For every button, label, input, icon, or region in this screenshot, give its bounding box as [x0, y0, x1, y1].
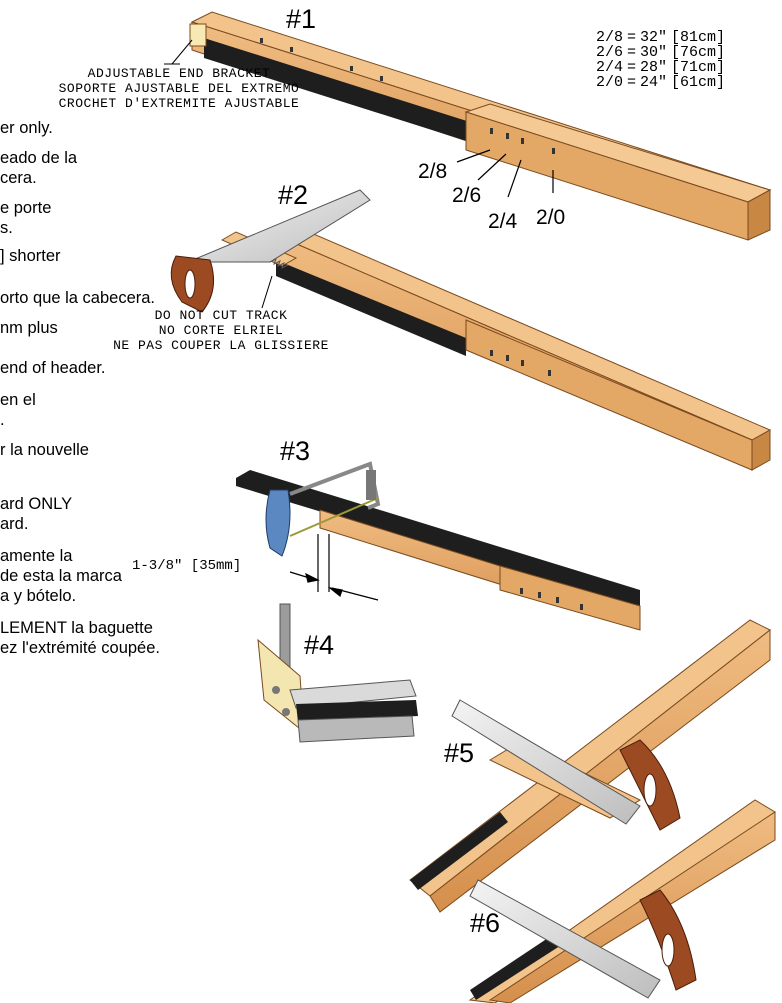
step-number-1: #1 — [286, 4, 317, 34]
size-cm: [81cm] — [671, 29, 726, 46]
dimension-label: 1-3/8" [35mm] — [132, 558, 242, 574]
step-number-3: #3 — [280, 436, 311, 466]
instruction-text: amente la — [0, 547, 73, 565]
size-cm: [71cm] — [671, 59, 726, 76]
size-table: 2/8 = 32" [81cm] 2/6 = 30" [76cm] 2/4 = … — [596, 30, 729, 90]
step-number-4: #4 — [304, 630, 335, 660]
header-assembly-step1 — [189, 11, 772, 241]
size-code: 2/4 — [596, 59, 624, 76]
size-inches: 32" — [640, 29, 668, 46]
callout-line-en: DO NOT CUT TRACK — [154, 308, 288, 323]
size-code: 2/8 — [596, 29, 624, 46]
step-number-6: #6 — [470, 908, 501, 938]
step-number-2: #2 — [278, 180, 309, 210]
instruction-text: ] shorter — [0, 247, 61, 265]
instruction-text: e porte — [0, 199, 52, 217]
bracket-step4 — [257, 603, 418, 743]
size-mark-2-6: 2/6 — [452, 184, 482, 207]
size-inches: 24" — [640, 74, 668, 91]
callout-line-en: ADJUSTABLE END BRACKET — [87, 66, 271, 81]
saw-step6 — [469, 879, 697, 999]
do-not-cut-track-callout: DO NOT CUT TRACK NO CORTE ELRIEL NE PAS … — [76, 308, 366, 353]
rail-step2 — [220, 225, 772, 471]
instruction-text: end of header. — [0, 359, 106, 377]
size-inches: 28" — [640, 59, 668, 76]
size-cm: [61cm] — [671, 74, 726, 91]
size-cm: [76cm] — [671, 44, 726, 61]
instruction-text: ard ONLY — [0, 495, 73, 513]
callout-line-es: NO CORTE ELRIEL — [158, 323, 284, 338]
instruction-text: eado de la — [0, 149, 78, 167]
size-row: 2/4 = 28" [71cm] — [596, 60, 729, 75]
size-equals: = — [627, 74, 637, 91]
instruction-text: en el — [0, 391, 36, 409]
instruction-text: ez l'extrémité coupée. — [0, 639, 160, 657]
saw-step5 — [451, 699, 681, 831]
instruction-text: er only. — [0, 119, 53, 137]
instruction-text: cera. — [0, 169, 37, 187]
callout-line-fr: NE PAS COUPER LA GLISSIERE — [113, 338, 329, 353]
rail-step6 — [468, 799, 776, 1003]
instruction-text: de esta la marca — [0, 567, 122, 585]
callout-line-es: SOPORTE AJUSTABLE DEL EXTREMO — [58, 81, 300, 96]
size-equals: = — [627, 29, 637, 46]
size-equals: = — [627, 44, 637, 61]
size-mark-2-4: 2/4 — [488, 210, 518, 233]
dimension-lines — [289, 534, 379, 601]
size-equals: = — [627, 59, 637, 76]
size-row: 2/8 = 32" [81cm] — [596, 30, 729, 45]
end-bracket-callout: ADJUSTABLE END BRACKET SOPORTE AJUSTABLE… — [34, 66, 324, 111]
saw-step2 — [170, 189, 371, 313]
size-row: 2/0 = 24" [61cm] — [596, 75, 729, 90]
instruction-text: LEMENT la baguette — [0, 619, 153, 637]
instruction-text: a y bótelo. — [0, 587, 77, 605]
size-row: 2/6 = 30" [76cm] — [596, 45, 729, 60]
size-mark-arrows — [456, 149, 554, 198]
size-inches: 30" — [640, 44, 668, 61]
size-mark-2-8: 2/8 — [418, 160, 448, 183]
size-mark-2-0: 2/0 — [536, 206, 566, 229]
instruction-text: s. — [0, 219, 13, 237]
hacksaw-step3 — [265, 461, 381, 557]
instruction-text: r la nouvelle — [0, 441, 89, 459]
size-code: 2/6 — [596, 44, 624, 61]
instruction-text: ard. — [0, 515, 29, 533]
callout-line-fr: CROCHET D'EXTREMITE AJUSTABLE — [58, 96, 300, 111]
instruction-text: . — [0, 411, 5, 429]
step-number-5: #5 — [444, 738, 475, 768]
size-code: 2/0 — [596, 74, 624, 91]
instruction-text: nm plus — [0, 319, 58, 337]
instruction-text: orto que la cabecera. — [0, 289, 156, 307]
track-step3 — [236, 470, 641, 631]
